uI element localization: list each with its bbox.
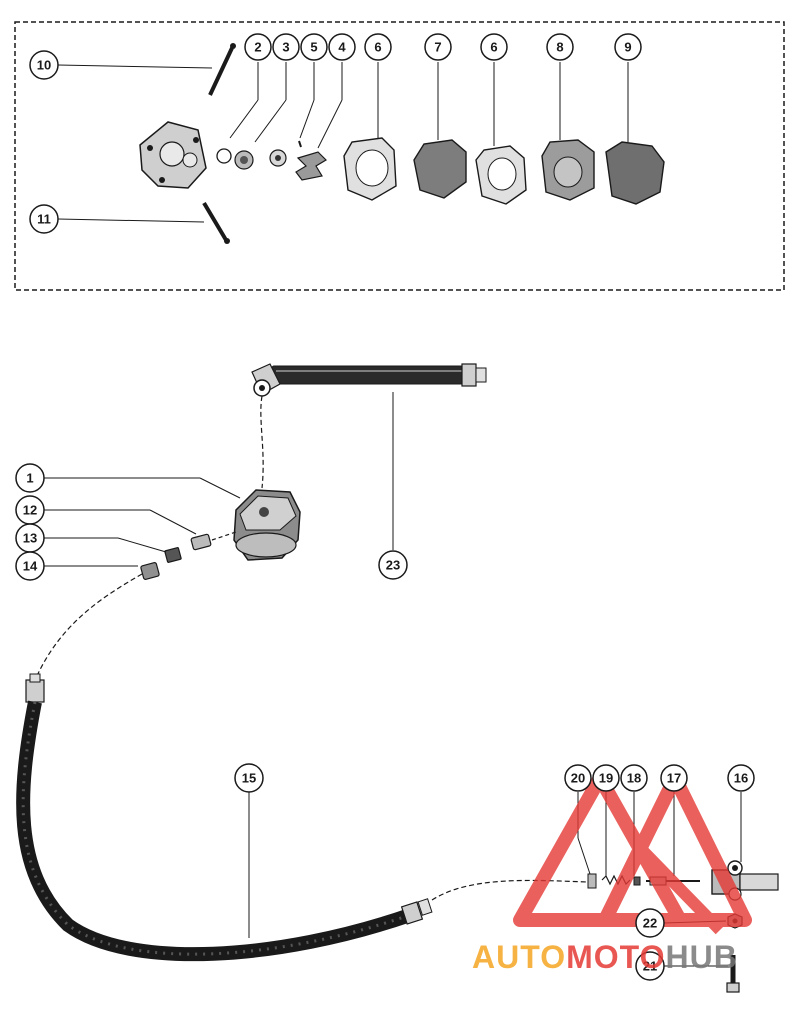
svg-text:19: 19 <box>599 771 613 786</box>
fuel-pump-1-part <box>233 489 301 561</box>
svg-text:12: 12 <box>23 503 37 518</box>
watermark-logo <box>513 771 752 935</box>
callout-18: 18 <box>620 764 648 792</box>
callout-21: 21 <box>635 951 665 981</box>
right-dashed-path <box>431 879 589 901</box>
svg-text:18: 18 <box>627 771 641 786</box>
svg-text:13: 13 <box>23 531 37 546</box>
watermark-moto: MOTO <box>566 939 665 975</box>
callout-20: 20 <box>564 764 592 792</box>
callout-7: 7 <box>424 33 452 61</box>
svg-text:17: 17 <box>667 771 681 786</box>
svg-text:6: 6 <box>374 40 381 55</box>
svg-text:23: 23 <box>386 558 400 573</box>
svg-text:16: 16 <box>734 771 748 786</box>
hose-23-dashed-path <box>260 395 264 489</box>
fitting-13-part <box>164 547 182 563</box>
inset-leader-lines <box>57 62 629 223</box>
callout-16: 16 <box>727 764 755 792</box>
callout-2: 2 <box>244 33 272 61</box>
hose-15-part <box>16 673 433 962</box>
svg-text:20: 20 <box>571 771 585 786</box>
part-18 <box>633 876 641 886</box>
part-20 <box>587 873 597 889</box>
fitting-12-part <box>190 533 212 551</box>
callout-11: 11 <box>29 204 59 234</box>
hose-23-part <box>251 363 487 397</box>
fitting-dashed-link <box>211 531 237 541</box>
callout-19: 19 <box>592 764 620 792</box>
svg-text:8: 8 <box>556 40 563 55</box>
screw-11-part <box>202 201 230 244</box>
callout-17: 17 <box>660 764 688 792</box>
bolt-21-part <box>726 955 740 993</box>
svg-text:4: 4 <box>338 40 346 55</box>
callout-12: 12 <box>15 495 45 525</box>
callout-22: 22 <box>635 908 665 938</box>
part-3-seal <box>234 150 254 170</box>
callout-23: 23 <box>378 550 408 580</box>
callout-8: 8 <box>546 33 574 61</box>
gasket-9-part <box>605 141 665 205</box>
hose-15-dashed-path <box>35 573 143 679</box>
watermark-auto: AUTO <box>472 939 566 975</box>
callout-6b: 6 <box>480 33 508 61</box>
callout-14: 14 <box>15 551 45 581</box>
callout-5: 5 <box>300 33 328 61</box>
callout-4: 4 <box>328 33 356 61</box>
watermark-text: AUTOMOTOHUB <box>472 939 738 975</box>
svg-text:7: 7 <box>434 40 441 55</box>
svg-text:14: 14 <box>23 559 38 574</box>
svg-text:1: 1 <box>26 471 33 486</box>
watermark-hub: HUB <box>665 939 737 975</box>
part-5-pin <box>298 140 302 148</box>
diaphragm-7-part <box>413 139 467 199</box>
pump-cover-part <box>139 121 207 189</box>
gasket-6a-part <box>343 137 397 201</box>
svg-text:9: 9 <box>624 40 631 55</box>
kit-inset-box <box>14 21 785 291</box>
svg-text:3: 3 <box>282 40 289 55</box>
svg-text:5: 5 <box>310 40 317 55</box>
screw-10-part <box>208 43 236 96</box>
callout-9: 9 <box>614 33 642 61</box>
gasket-6b-part <box>475 145 527 205</box>
plate-8-part <box>541 139 595 201</box>
svg-text:2: 2 <box>254 40 261 55</box>
part-3b-washer <box>269 149 287 167</box>
callouts: 10 11 2 3 5 4 6 7 6 8 9 1 12 13 14 23 15… <box>15 33 755 981</box>
callout-1: 1 <box>15 463 45 493</box>
svg-text:6: 6 <box>490 40 497 55</box>
svg-text:10: 10 <box>37 58 51 73</box>
svg-text:11: 11 <box>37 212 51 227</box>
callout-13: 13 <box>15 523 45 553</box>
callout-6a: 6 <box>364 33 392 61</box>
callout-15: 15 <box>234 763 264 793</box>
part-2-ring <box>216 148 232 164</box>
svg-text:22: 22 <box>643 916 657 931</box>
callout-10: 10 <box>29 50 59 80</box>
callout-3: 3 <box>272 33 300 61</box>
part-4-retainer <box>295 151 327 181</box>
svg-text:21: 21 <box>643 959 657 974</box>
svg-text:15: 15 <box>242 771 256 786</box>
fitting-14-part <box>140 562 160 580</box>
